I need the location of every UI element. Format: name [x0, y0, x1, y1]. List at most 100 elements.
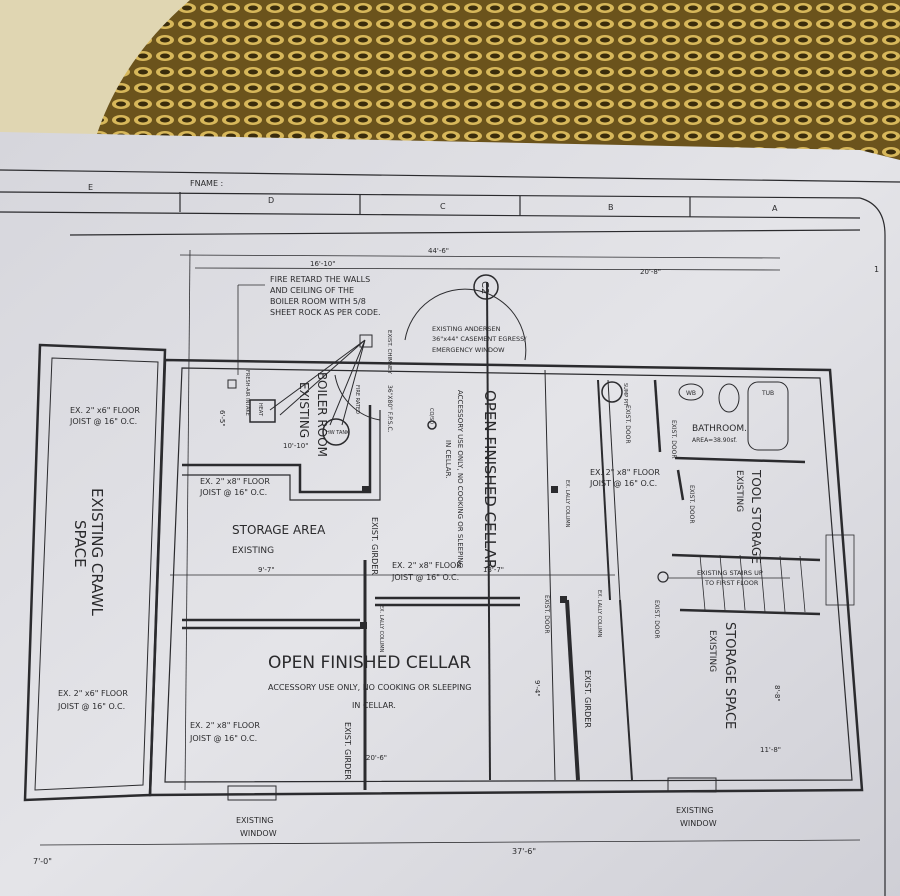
window-label: EXISTING: [236, 816, 273, 825]
storage-space-title: STORAGE SPACE: [722, 622, 737, 729]
door-label: EXIST. DOOR: [543, 595, 550, 633]
dim-boiler-width: 16'-10": [310, 260, 335, 268]
joist-label: JOIST @ 16" O.C.: [69, 417, 137, 426]
cellar-lower-note: ACCESSORY USE ONLY, NO COOKING OR SLEEPI…: [268, 683, 471, 692]
cream-cloth: [0, 0, 190, 140]
section-marker-icon: [473, 274, 499, 300]
window-label: EXISTING: [676, 806, 713, 815]
hw-tank-label: HW TANK: [326, 430, 350, 436]
tub-label: TUB: [761, 390, 774, 397]
storage-area-title: STORAGE AREA: [232, 523, 326, 537]
dim-right-height: 8'-8": [773, 685, 781, 702]
exterior-step: [825, 534, 855, 606]
smoke-detector-icon: [427, 420, 437, 430]
note-line: 36"x44" CASEMENT EGRESS/: [432, 335, 527, 343]
column-c: C: [440, 202, 446, 211]
column-b: B: [608, 203, 614, 212]
dim-right-bottom: 11'-8": [760, 746, 781, 754]
joist-label: EX. 2" x8" FLOOR: [392, 561, 462, 570]
lally-column-label: EX. LALLY COLUMN: [378, 605, 384, 653]
joist-label: JOIST @ 16" O.C.: [589, 479, 657, 488]
girder-label: EXIST. GIRDER: [583, 670, 592, 728]
column-d: D: [268, 196, 274, 205]
column-a: A: [772, 204, 778, 213]
dim-crawl-width: 7'-0": [33, 857, 52, 866]
column-icon: [551, 486, 558, 493]
dim-boiler-depth: 10'-10": [283, 442, 308, 450]
window-icon: [227, 785, 277, 801]
note-line: SHEET ROCK AS PER CODE.: [270, 308, 381, 317]
dim-overall-top: 44'-6": [428, 247, 449, 255]
joist-label: JOIST @ 16" O.C.: [57, 702, 125, 711]
joist-label: JOIST @ 16" O.C.: [199, 488, 267, 497]
smoke-detector-label: CO/SD: [428, 408, 434, 424]
joist-label: EX. 2" x8" FLOOR: [200, 477, 270, 486]
fire-rated-label: FIRE RATED: [354, 385, 360, 414]
door-fpsc-label: 36"X80" F.P.S.C.: [386, 385, 393, 433]
dim-bottom-overall: 37'-6": [512, 847, 536, 856]
beam-line: [544, 369, 556, 781]
cellar-upper-note-2: IN CELLAR.: [444, 440, 452, 478]
cellar-lower-note-2: IN CELLAR.: [352, 701, 396, 710]
girder-label: EXIST. GIRDER: [370, 517, 379, 575]
storage-space-subtitle: EXISTING: [707, 630, 717, 672]
note-line: BOILER ROOM WITH 5/8: [270, 297, 366, 306]
egress-window-note: EXISTING ANDERSEN 36"x44" CASEMENT EGRES…: [432, 325, 527, 354]
joist-label: JOIST @ 16" O.C.: [189, 734, 257, 743]
joist-label: EX. 2" x6" FLOOR: [58, 689, 128, 698]
tool-storage-title: TOOL STORAGE: [749, 469, 763, 564]
stair-post-icon: [657, 571, 669, 583]
note-line: FIRE RETARD THE WALLS: [270, 275, 370, 284]
sink-icon: [678, 383, 704, 401]
column-icon: [560, 596, 567, 603]
dim-right-width: 20'-8": [640, 268, 661, 276]
joist-label: EX. 2" x8" FLOOR: [190, 721, 260, 730]
column-e: E: [88, 183, 93, 192]
boiler-room-subtitle: EXISTING: [297, 382, 311, 438]
joist-label: EX. 2" x8" FLOOR: [590, 468, 660, 477]
door-label: EXIST. DOOR: [688, 485, 695, 523]
crawl-space-title: EXISTING CRAWL: [88, 488, 106, 616]
sump-label: SUMP PIT: [622, 383, 628, 407]
paper-sheet: [0, 132, 900, 896]
dim-cellar-height: 9'-4": [533, 680, 541, 697]
section-marker: C2: [479, 281, 490, 294]
joist-labels: EX. 2" x6" FLOOR JOIST @ 16" O.C. EX. 2"…: [57, 406, 660, 743]
column-icon: [362, 486, 369, 493]
tool-storage-subtitle: EXISTING: [734, 470, 744, 512]
dimension-lines: [39, 249, 861, 846]
column-icon: [360, 622, 367, 629]
dim-boiler-height: 6'-5": [218, 410, 226, 427]
door-swing: [334, 374, 381, 421]
sump-pit-icon: [601, 381, 623, 403]
fname-label: FNAME :: [190, 179, 223, 188]
chimney-label: EXIST. CHIMNEY: [386, 330, 392, 374]
fire-retard-note: FIRE RETARD THE WALLS AND CEILING OF THE…: [270, 275, 381, 317]
door-label: EXIST. DOOR: [624, 405, 631, 443]
door-label: EXIST. DOOR: [670, 420, 677, 458]
bathroom-area: AREA=38.90sf.: [692, 437, 737, 444]
joist-label: EX. 2" x6" FLOOR: [70, 406, 140, 415]
door-label: EXIST. DOOR: [653, 600, 660, 638]
window-icon: [667, 777, 717, 793]
section-line: [486, 281, 491, 781]
cellar-upper-title: OPEN FINISHED CELLAR: [481, 390, 499, 569]
title-border: [0, 169, 900, 896]
stairs-label-1: EXISTING STAIRS UP: [697, 569, 763, 577]
note-line: EMERGENCY WINDOW: [432, 346, 505, 354]
flue-lines: [269, 339, 366, 426]
joist-label: JOIST @ 16" O.C.: [391, 573, 459, 582]
row-marker: 1: [874, 265, 879, 274]
dim-cellar-width: 20'-6": [366, 754, 387, 762]
lally-column-label: EX. LALLY COLUMN: [596, 590, 602, 638]
dim-storage-right: 13'-7": [483, 566, 504, 574]
girder-label: EXIST. GIRDER: [343, 722, 352, 780]
dim-storage-left: 9'-7": [258, 566, 275, 574]
window-label: WINDOW: [240, 829, 277, 838]
storage-area-subtitle: EXISTING: [232, 546, 274, 556]
chimney-icon: [359, 334, 373, 348]
cellar-lower-title: OPEN FINISHED CELLAR: [268, 653, 471, 673]
fresh-air-label: FRESH-AIR INTAKE: [244, 370, 250, 416]
note-line: AND CEILING OF THE: [270, 286, 354, 295]
